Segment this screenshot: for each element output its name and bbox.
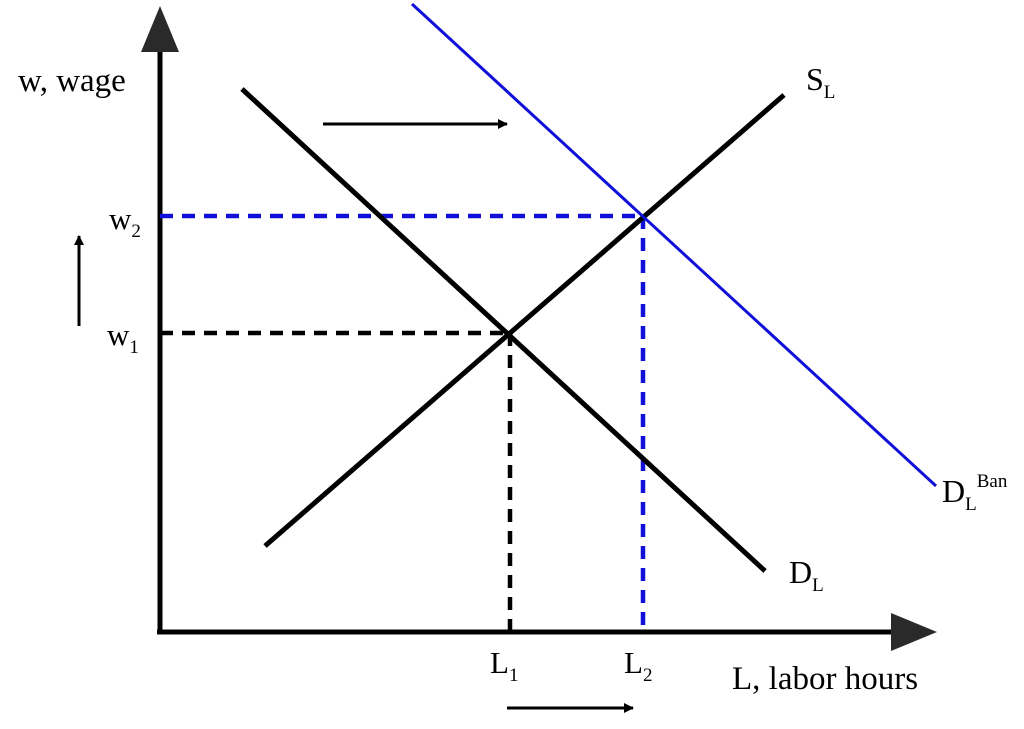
guide-lines	[160, 213, 646, 632]
l2-label: L2	[624, 645, 652, 686]
demand-curve	[240, 87, 767, 573]
shift-arrows	[74, 119, 634, 713]
x-axis-arrowhead	[891, 613, 937, 651]
demand-ban-curve	[410, 2, 938, 488]
w1-label: w1	[107, 317, 139, 358]
axes	[141, 6, 937, 651]
demand-curve-label: DL	[789, 554, 824, 596]
supply-curve-label: SL	[806, 61, 835, 103]
l1-label: L1	[490, 645, 518, 686]
supply-curve	[263, 93, 786, 548]
y-axis-label: w, wage	[18, 63, 126, 99]
y-axis-arrowhead	[141, 6, 179, 52]
demand-ban-curve-label: DLBan	[942, 471, 1008, 515]
x-axis-label: L, labor hours	[732, 661, 918, 697]
w2-label: w2	[109, 201, 141, 242]
curves	[240, 2, 938, 573]
